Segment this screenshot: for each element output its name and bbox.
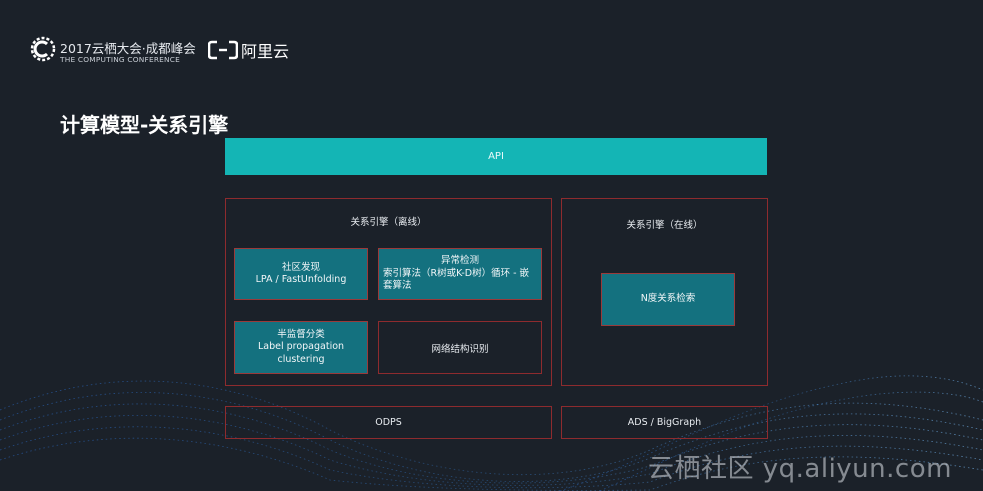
online-engine-title: 关系引擎（在线） xyxy=(626,220,703,231)
api-layer: API xyxy=(225,138,767,175)
semi-supervised-title: 半监督分类 xyxy=(277,328,325,340)
network-structure-box: 网络结构识别 xyxy=(378,321,542,374)
online-engine-box xyxy=(561,198,768,386)
anomaly-detection-box: 异常检测 索引算法（R树或K-D树）循环 - 嵌套算法 xyxy=(378,248,542,300)
ads-biggraph-layer: ADS / BigGraph xyxy=(561,406,768,439)
wave-decoration xyxy=(0,375,983,491)
ndegree-search-box: N度关系检索 xyxy=(601,273,735,326)
conference-subtitle: THE COMPUTING CONFERENCE xyxy=(60,55,181,64)
conference-title: 2017云栖大会·成都峰会 xyxy=(60,41,196,56)
anomaly-detection-detail: 索引算法（R树或K-D树）循环 - 嵌套算法 xyxy=(383,267,530,292)
semi-supervised-line2: clustering xyxy=(277,353,325,365)
anomaly-detection-title: 异常检测 xyxy=(440,255,479,267)
watermark: 云栖社区 yq.aliyun.com xyxy=(648,454,952,484)
page-title: 计算模型-关系引擎 xyxy=(60,113,229,137)
semi-supervised-box: 半监督分类 Label propagation clustering xyxy=(234,321,368,374)
odps-layer: ODPS xyxy=(225,406,552,439)
offline-engine-title: 关系引擎（离线） xyxy=(350,217,427,228)
semi-supervised-line1: Label propagation xyxy=(257,341,345,353)
community-detection-detail: LPA / FastUnfolding xyxy=(255,274,347,285)
community-detection-title: 社区发现 xyxy=(281,261,320,273)
brand-name: 阿里云 xyxy=(241,42,290,61)
conference-logo-icon xyxy=(30,36,56,62)
community-detection-box: 社区发现 LPA / FastUnfolding xyxy=(234,248,368,300)
aliyun-logo-icon xyxy=(208,40,238,60)
offline-engine-box xyxy=(225,198,552,386)
